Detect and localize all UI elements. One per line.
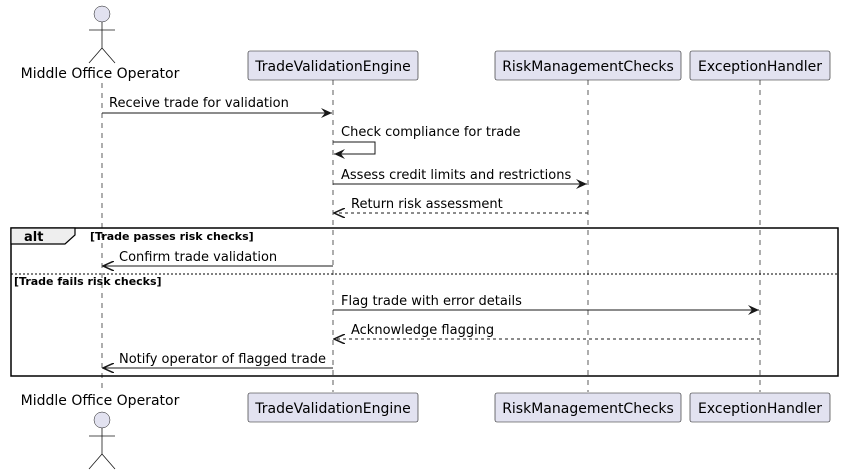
participant-label-engine: TradeValidationEngine <box>254 401 410 417</box>
message-2-self: Check compliance for trade <box>333 125 521 159</box>
message-6: Flag trade with error details <box>333 294 759 315</box>
message-label: Check compliance for trade <box>341 125 521 140</box>
stick-figure-icon <box>88 411 116 470</box>
participant-label-exception: ExceptionHandler <box>698 401 822 417</box>
stick-figure-icon <box>88 5 116 64</box>
participant-engine-bottom: TradeValidationEngine <box>247 392 419 423</box>
message-7-return: Acknowledge flagging <box>334 323 760 339</box>
actor-operator-top: Middle Office Operator <box>21 5 180 82</box>
participant-risk-bottom: RiskManagementChecks <box>494 392 682 423</box>
alt-keyword: alt <box>24 230 43 245</box>
message-label: Receive trade for validation <box>109 96 289 111</box>
alt-fragment: alt [Trade passes risk checks] [Trade fa… <box>10 227 839 377</box>
participant-exception-top: ExceptionHandler <box>689 50 831 81</box>
participant-label-risk: RiskManagementChecks <box>502 401 674 417</box>
participant-label-operator: Middle Office Operator <box>21 66 180 82</box>
message-label: Assess credit limits and restrictions <box>341 168 571 183</box>
message-label: Flag trade with error details <box>341 294 522 309</box>
participant-engine-top: TradeValidationEngine <box>247 50 419 81</box>
participant-label-operator: Middle Office Operator <box>21 393 180 409</box>
alt-guard-pass: [Trade passes risk checks] <box>90 230 254 243</box>
participant-label-risk: RiskManagementChecks <box>502 59 674 75</box>
message-5: Confirm trade validation <box>103 250 333 266</box>
participant-risk-top: RiskManagementChecks <box>494 50 682 81</box>
message-label: Notify operator of flagged trade <box>119 352 326 367</box>
actor-operator-bottom: Middle Office Operator <box>21 393 180 470</box>
participant-label-engine: TradeValidationEngine <box>254 59 410 75</box>
participant-exception-bottom: ExceptionHandler <box>689 392 831 423</box>
participant-label-exception: ExceptionHandler <box>698 59 822 75</box>
message-1: Receive trade for validation <box>102 96 332 118</box>
message-label: Confirm trade validation <box>119 250 277 265</box>
message-label: Acknowledge flagging <box>351 323 494 338</box>
message-3: Assess credit limits and restrictions <box>333 168 587 189</box>
message-4-return: Return risk assessment <box>334 197 588 213</box>
alt-guard-fail: [Trade fails risk checks] <box>14 275 162 288</box>
message-label: Return risk assessment <box>351 197 503 212</box>
message-8: Notify operator of flagged trade <box>103 352 333 368</box>
